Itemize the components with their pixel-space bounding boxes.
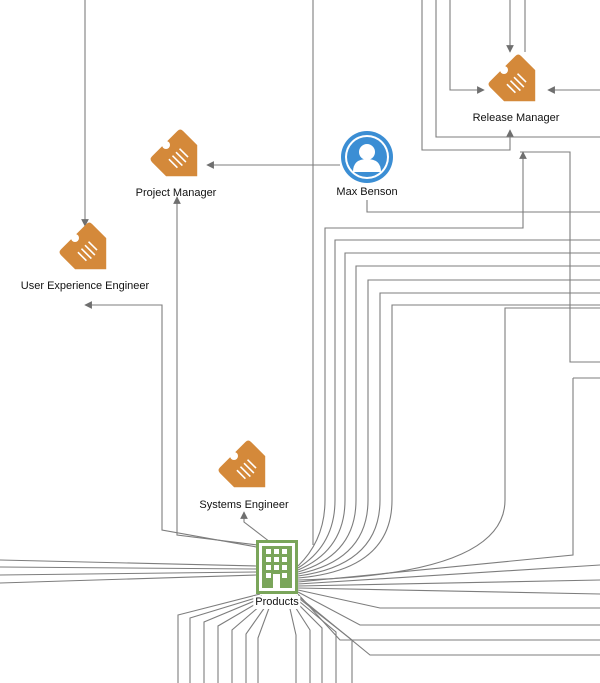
products-label: Products <box>253 596 301 609</box>
systems-engineer-tag-icon[interactable] <box>216 438 282 504</box>
release-manager-tag-icon[interactable] <box>486 52 552 118</box>
release-manager-label: Release Manager <box>472 112 560 124</box>
ux-engineer-label: User Experience Engineer <box>20 280 150 292</box>
systems-engineer-label: Systems Engineer <box>199 499 289 511</box>
project-manager-tag-icon[interactable] <box>148 127 214 193</box>
ux-engineer-tag-icon[interactable] <box>57 220 123 286</box>
project-manager-label: Project Manager <box>135 187 217 199</box>
max-benson-label: Max Benson <box>336 186 398 198</box>
max-benson-avatar-icon[interactable] <box>341 131 393 183</box>
products-building-icon[interactable] <box>256 540 298 594</box>
